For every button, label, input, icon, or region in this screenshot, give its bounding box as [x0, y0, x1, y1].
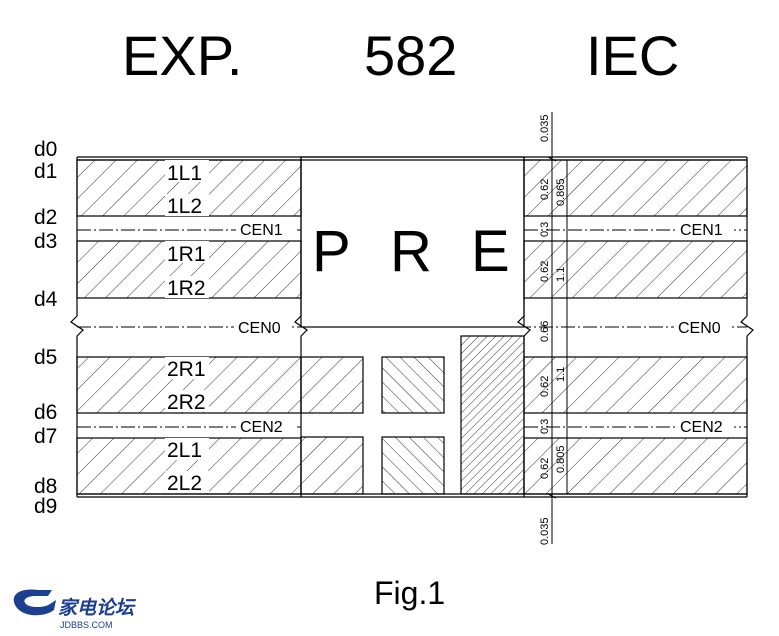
d7-label: d7 [34, 425, 57, 448]
layer-labels: 1L1 1L2 1R1 1R2 2R1 2R2 2L1 2L2 [165, 160, 209, 495]
dim-0.62-c: 0.62 [539, 376, 551, 397]
label-1L1: 1L1 [167, 162, 202, 185]
d5-label: d5 [34, 346, 57, 369]
layer-right-4 [523, 437, 748, 495]
block-p-bottom [300, 436, 364, 495]
pre-letter-r: R [390, 219, 432, 284]
figure-caption: Fig.1 [374, 575, 445, 611]
block-r-bottom [381, 436, 445, 495]
dim-0.62-a: 0.62 [539, 179, 551, 200]
pre-letters: P R E [312, 219, 510, 284]
dim-0.62-b: 0.62 [539, 261, 551, 282]
layer-right-3 [523, 356, 748, 414]
watermark-url: JDBBS.COM [60, 620, 113, 630]
dim-0.62-d: 0.62 [539, 458, 551, 479]
break-marks [70, 315, 754, 337]
dim-0.3-b: 0.3 [539, 419, 551, 434]
header-middle: 582 [364, 24, 457, 87]
layer-right-2 [523, 240, 748, 299]
dim-1.1-b: 1.1 [555, 367, 567, 382]
label-1R2: 1R2 [167, 277, 206, 300]
d4-label: d4 [34, 288, 58, 311]
watermark-logo: 家电论坛 JDBBS.COM [13, 589, 137, 630]
d0-label: d0 [34, 138, 57, 161]
cen0-right-label: CEN0 [678, 320, 721, 337]
block-p-top [300, 356, 364, 414]
watermark-brand: 家电论坛 [58, 597, 137, 619]
d1-label: d1 [34, 160, 57, 183]
dim-1.1-a: 1.1 [555, 267, 567, 282]
cen1-right-label: CEN1 [680, 222, 723, 239]
watermark-swirl-icon [13, 589, 56, 616]
d2-label: d2 [34, 206, 57, 229]
middle-blocks [300, 335, 525, 495]
dimension-column [524, 112, 572, 544]
label-2L1: 2L1 [167, 439, 202, 462]
cen2-left-label: CEN2 [240, 419, 283, 436]
pre-letter-e: E [471, 219, 510, 284]
label-1R1: 1R1 [167, 243, 206, 266]
label-2L2: 2L2 [167, 472, 202, 495]
d6-label: d6 [34, 401, 57, 424]
d9-label: d9 [34, 495, 57, 518]
dim-top-0.035: 0.035 [539, 114, 551, 142]
d8-label: d8 [34, 475, 57, 498]
block-r-top [381, 356, 445, 414]
cen1-left-label: CEN1 [240, 222, 283, 239]
header-left: EXP. [122, 24, 242, 87]
dimension-texts: 0.035 0.62 0.3 0.62 0.66 0.62 0.3 0.62 0… [539, 114, 567, 545]
cen0-left-label: CEN0 [238, 320, 281, 337]
dim-0.865: 0.865 [555, 178, 567, 206]
pre-letter-p: P [312, 219, 351, 284]
cen2-right-label: CEN2 [680, 419, 723, 436]
label-2R1: 2R1 [167, 358, 206, 381]
dim-0.805: 0.805 [555, 445, 567, 473]
d-labels: d0 d1 d2 d3 d4 d5 d6 d7 d8 d9 [34, 138, 58, 518]
label-1L2: 1L2 [167, 195, 202, 218]
header-right: IEC [586, 24, 679, 87]
dim-0.3-a: 0.3 [539, 222, 551, 237]
center-line-labels: CEN1 CEN1 CEN0 CEN0 CEN2 CEN2 [234, 220, 734, 436]
dim-bottom-0.035: 0.035 [539, 517, 551, 545]
block-e-tall [460, 335, 525, 495]
dim-0.66: 0.66 [539, 321, 551, 342]
d3-label: d3 [34, 230, 57, 253]
label-2R2: 2R2 [167, 391, 206, 414]
